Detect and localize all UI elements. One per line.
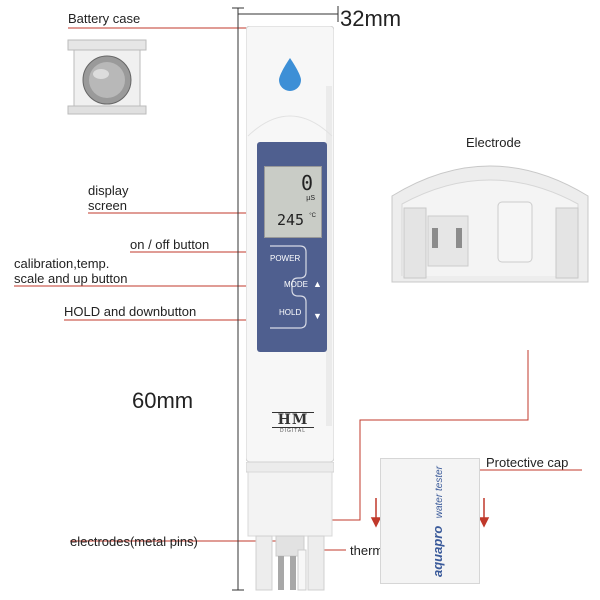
- protective-cap-image: aquapro water tester: [380, 458, 480, 584]
- reading-bottom: 245: [277, 211, 305, 229]
- display-label-line1: display: [88, 183, 129, 198]
- brand-logo: HM DIGITAL: [272, 412, 314, 434]
- mode-button[interactable]: MODE: [284, 280, 308, 289]
- brand-text: HM: [272, 412, 314, 428]
- battery-case-label: Battery case: [68, 11, 141, 26]
- cap-leader: [332, 350, 529, 521]
- electrode-closeup-image: [388, 156, 592, 286]
- cap-text: aquapro water tester: [429, 466, 447, 577]
- reading-top: 0: [300, 171, 313, 195]
- on-off-label: on / off button: [130, 237, 210, 252]
- cap-brand: aquapro: [430, 525, 445, 577]
- button-outlines: [268, 244, 312, 330]
- probe-section: [245, 461, 335, 592]
- width-label: 32mm: [340, 6, 402, 31]
- hold-label: HOLD and downbutton: [64, 304, 197, 319]
- cap-subtext: water tester: [434, 466, 445, 519]
- down-arrow-icon: ▼: [313, 311, 322, 321]
- lcd-display: 0 µS 245 °C: [264, 166, 322, 238]
- protective-cap-label: Protective cap: [486, 455, 569, 470]
- electrodes-pins-label: electrodes(metal pins): [70, 534, 198, 549]
- power-button[interactable]: POWER: [270, 254, 301, 263]
- temp-unit: °C: [309, 213, 316, 219]
- display-label-line2: screen: [88, 198, 128, 213]
- electrode-label: Electrode: [466, 135, 521, 150]
- up-arrow-icon: ▲: [313, 279, 322, 289]
- hold-button[interactable]: HOLD: [279, 308, 302, 317]
- brand-subtext: DIGITAL: [279, 428, 307, 434]
- water-drop-icon: [277, 56, 303, 92]
- unit-text: µS: [306, 195, 315, 202]
- battery-case-image: [66, 36, 148, 116]
- calibration-label-line2: scale and up button: [14, 271, 128, 286]
- height-label: 60mm: [132, 388, 194, 413]
- calibration-label-line1: calibration,temp.: [14, 256, 110, 271]
